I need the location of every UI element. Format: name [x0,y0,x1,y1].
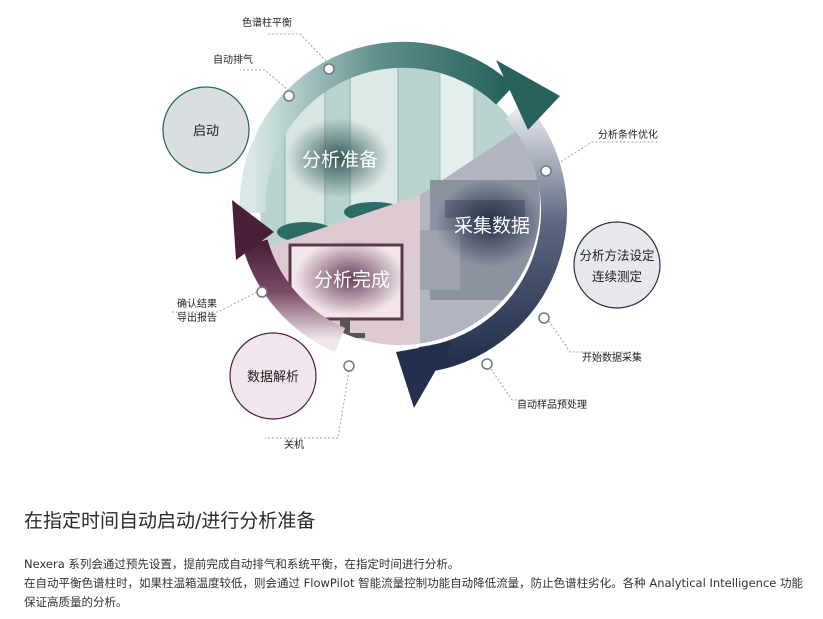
bubble-method: 分析方法设定 连续测定 [573,221,661,309]
arc-prepare [239,41,514,214]
dot-auto-pretreat [481,358,493,370]
label-auto-purge: 自动排气 [213,53,253,66]
dot-start-acq [538,312,550,324]
section-heading: 在指定时间自动启动/进行分析准备 [24,510,316,532]
label-shutdown: 关机 [284,438,304,451]
bubble-analysis: 数据解析 [229,332,317,420]
arc-acquire [418,101,567,373]
arc-complete [242,239,346,352]
dot-shutdown [343,360,355,372]
label-confirm-line1: 确认结果 [177,297,217,310]
dot-confirm [256,286,268,298]
bubble-analysis-label: 数据解析 [247,370,299,385]
cycle-ring [239,41,567,373]
step-dots [256,63,552,372]
label-confirm-line2: 导出报告 [177,311,217,324]
workflow-cycle-diagram: 分析准备 采集数据 分析完成 色谱柱平衡 自动排气 分析条件优化 [162,16,661,451]
leader-lines [170,33,660,439]
arrow-head-teal [496,60,560,130]
label-auto-pretreat: 自动样品预处理 [517,398,587,411]
paragraph-line-1: Nexera 系列会通过预先设置，提前完成自动排气和系统平衡，在指定时间进行分析… [24,557,460,571]
paragraph-line-3: 保证高质量的分析。 [24,595,128,609]
arrow-head-navy [396,342,452,408]
label-condition-opt: 分析条件优化 [598,128,658,141]
bubble-method-line2: 连续测定 [592,269,642,284]
dot-column-equilibrate [323,63,335,75]
paragraph-line-2: 在自动平衡色谱柱时，如果柱温箱温度较低，则会通过 FlowPilot 智能流量控… [24,576,804,590]
dot-condition-opt [540,165,552,177]
section-prepare: 分析准备 [302,149,378,171]
section-complete: 分析完成 [314,269,390,291]
bubble-method-line1: 分析方法设定 [579,248,654,263]
bubble-start: 启动 [162,86,250,174]
label-column-equilibrate: 色谱柱平衡 [242,16,292,29]
dot-auto-purge [283,90,295,102]
arrow-head-plum [232,200,274,260]
label-start-acq: 开始数据采集 [582,351,642,364]
section-acquire: 采集数据 [454,215,530,237]
bubble-start-label: 启动 [193,124,219,139]
